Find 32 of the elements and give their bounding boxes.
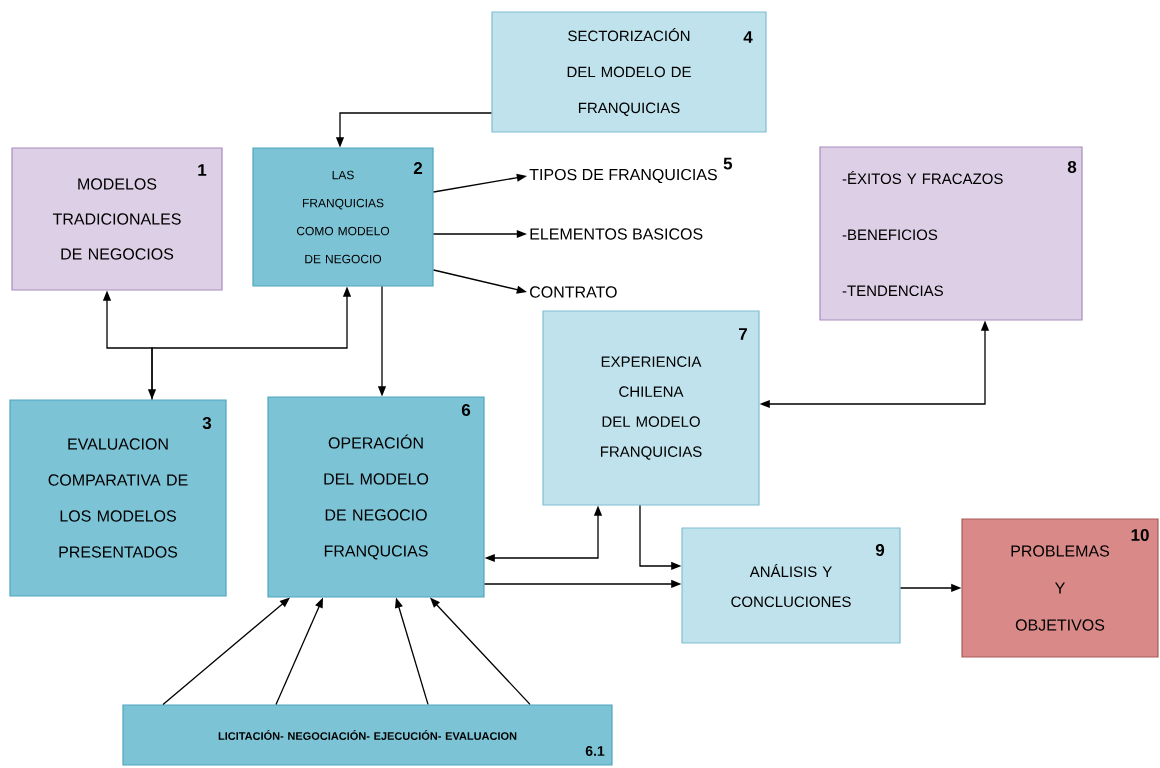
step-number: 10 xyxy=(1131,528,1149,541)
arrow xyxy=(484,505,603,563)
arrow xyxy=(430,597,531,706)
arrow xyxy=(432,173,527,193)
arrow xyxy=(151,286,352,401)
step-number: 7 xyxy=(739,328,747,340)
step-number: 3 xyxy=(202,416,212,429)
step-number: 8 xyxy=(1067,161,1077,173)
arrow xyxy=(162,597,290,706)
arrow xyxy=(335,112,493,148)
step-number: 1 xyxy=(198,164,207,176)
topic-label: ELEMENTOS BASICOS xyxy=(530,228,703,240)
step-number: 6 xyxy=(461,404,471,416)
arrow xyxy=(483,579,682,589)
node-label: -BENEFICIOS xyxy=(842,229,938,241)
topic-label: CONTRATO xyxy=(530,286,617,298)
arrow xyxy=(432,229,527,239)
node-label: -ÉXITOS Y FRACAZOS xyxy=(842,170,1003,185)
arrow xyxy=(759,320,990,409)
arrow xyxy=(899,583,962,593)
arrow xyxy=(639,504,682,571)
step-number: 4 xyxy=(743,31,753,43)
arrow xyxy=(432,269,527,294)
step-number: 9 xyxy=(875,544,885,556)
step-number: 6.1 xyxy=(585,746,605,756)
step-number: 2 xyxy=(413,162,423,174)
arrow xyxy=(395,597,429,706)
node-label: -TENDENCIAS xyxy=(842,285,943,297)
step-number: 5 xyxy=(723,157,733,170)
arrow xyxy=(377,285,387,397)
arrow xyxy=(275,597,323,706)
topic-label: TIPOS DE FRANQUICIAS xyxy=(529,168,717,184)
